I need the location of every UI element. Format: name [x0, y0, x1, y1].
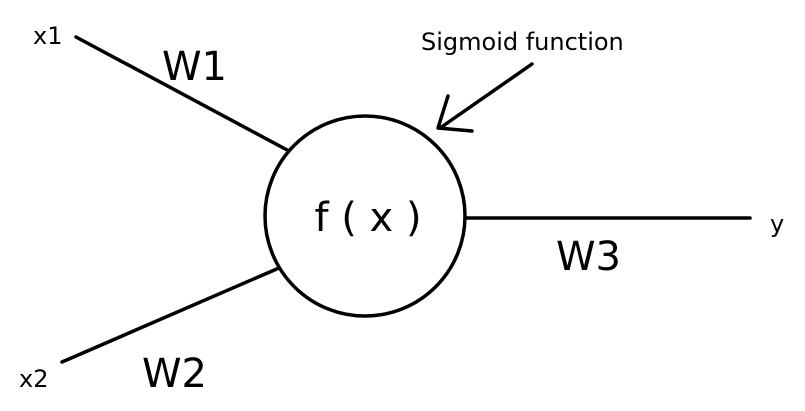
node-function-label: f ( x ): [314, 195, 421, 241]
edge-x2-to-node: [60, 266, 281, 364]
edge-x1-to-node: [74, 35, 291, 153]
annotation-label: Sigmoid function: [421, 28, 624, 56]
annotation-arrow: [436, 62, 534, 133]
input-x2-label: x2: [19, 365, 48, 393]
weight-w1-label: W1: [162, 44, 227, 90]
weight-w3-label: W3: [556, 234, 621, 280]
weight-w2-label: W2: [142, 351, 207, 397]
input-x1-label: x1: [33, 22, 62, 50]
output-y-label: y: [770, 210, 784, 238]
neuron-node: [263, 114, 467, 318]
